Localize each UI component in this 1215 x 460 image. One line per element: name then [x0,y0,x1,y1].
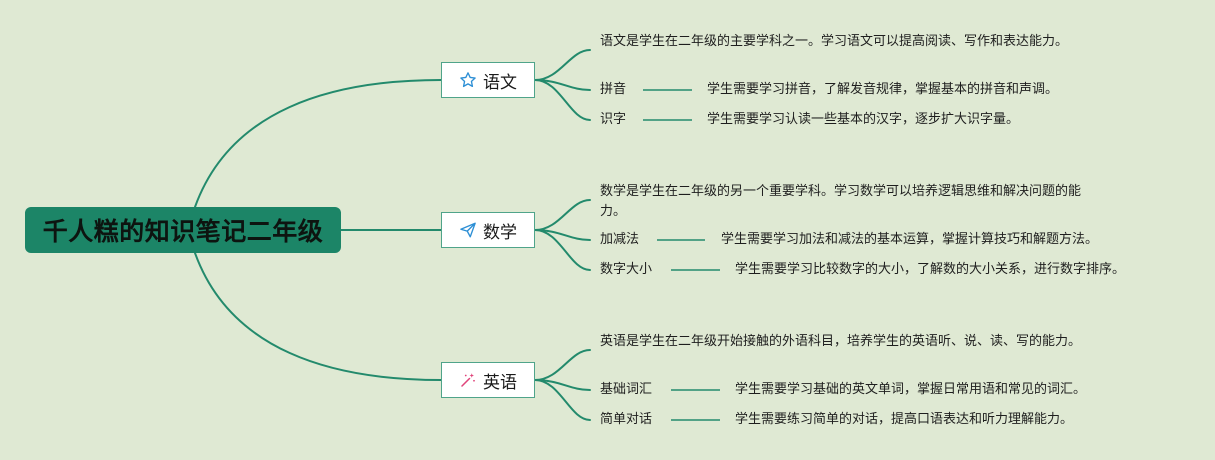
item-term-shuzidaxiao: 数字大小 [600,262,653,277]
paper-plane-icon [459,221,477,239]
item-term-jichucihui: 基础词汇 [600,382,653,397]
branch-node-yingyu[interactable]: 英语 [441,362,535,398]
branch-intro-shuxue: 数学是学生在二年级的另一个重要学科。学习数学可以培养逻辑思维和解决问题的能力。 [600,184,1082,219]
branch-intro-yingyu: 英语是学生在二年级开始接触的外语科目，培养学生的英语听、说、读、写的能力。 [600,334,1082,349]
connector-yingyu-intro [534,349,591,381]
magic-wand-icon [459,371,477,389]
branch-node-yuwen[interactable]: 语文 [441,62,535,98]
connector-yuwen-intro [534,49,591,81]
connector-yuwen-item2 [534,79,591,121]
item-desc-jiajianfa: 学生需要学习加法和减法的基本运算，掌握计算技巧和解题方法。 [721,232,1099,247]
branch-label-yingyu: 英语 [483,372,517,393]
item-desc-pinyin: 学生需要学习拼音，了解发音规律，掌握基本的拼音和声调。 [707,82,1059,97]
connector-shuxue-intro [534,199,591,231]
item-desc-jichucihui: 学生需要学习基础的英文单词，掌握日常用语和常见的词汇。 [735,382,1087,397]
item-term-pinyin: 拼音 [600,82,627,97]
root-title: 千人糕的知识笔记二年级 [42,217,324,246]
connector-root-yuwen [194,79,442,208]
connector-yingyu-item2 [534,379,591,421]
branch-label-yuwen: 语文 [483,72,517,93]
branch-intro-yuwen: 语文是学生在二年级的主要学科之一。学习语文可以提高阅读、写作和表达能力。 [600,34,1069,49]
branch-label-shuxue: 数学 [483,222,517,243]
item-desc-jiandanduihua: 学生需要练习简单的对话，提高口语表达和听力理解能力。 [735,412,1074,427]
connector-root-yingyu [194,252,442,381]
branch-node-shuxue[interactable]: 数学 [441,212,535,248]
connector-shuxue-item2 [534,229,591,271]
item-desc-shizi: 学生需要学习认读一些基本的汉字，逐步扩大识字量。 [707,112,1020,127]
star-outline-icon [459,71,477,89]
item-desc-shuzidaxiao: 学生需要学习比较数字的大小，了解数的大小关系，进行数字排序。 [735,262,1126,277]
root-node[interactable]: 千人糕的知识笔记二年级 [25,207,341,253]
item-term-jiandanduihua: 简单对话 [600,412,653,427]
item-term-jiajianfa: 加减法 [600,232,640,247]
item-term-shizi: 识字 [600,112,627,127]
